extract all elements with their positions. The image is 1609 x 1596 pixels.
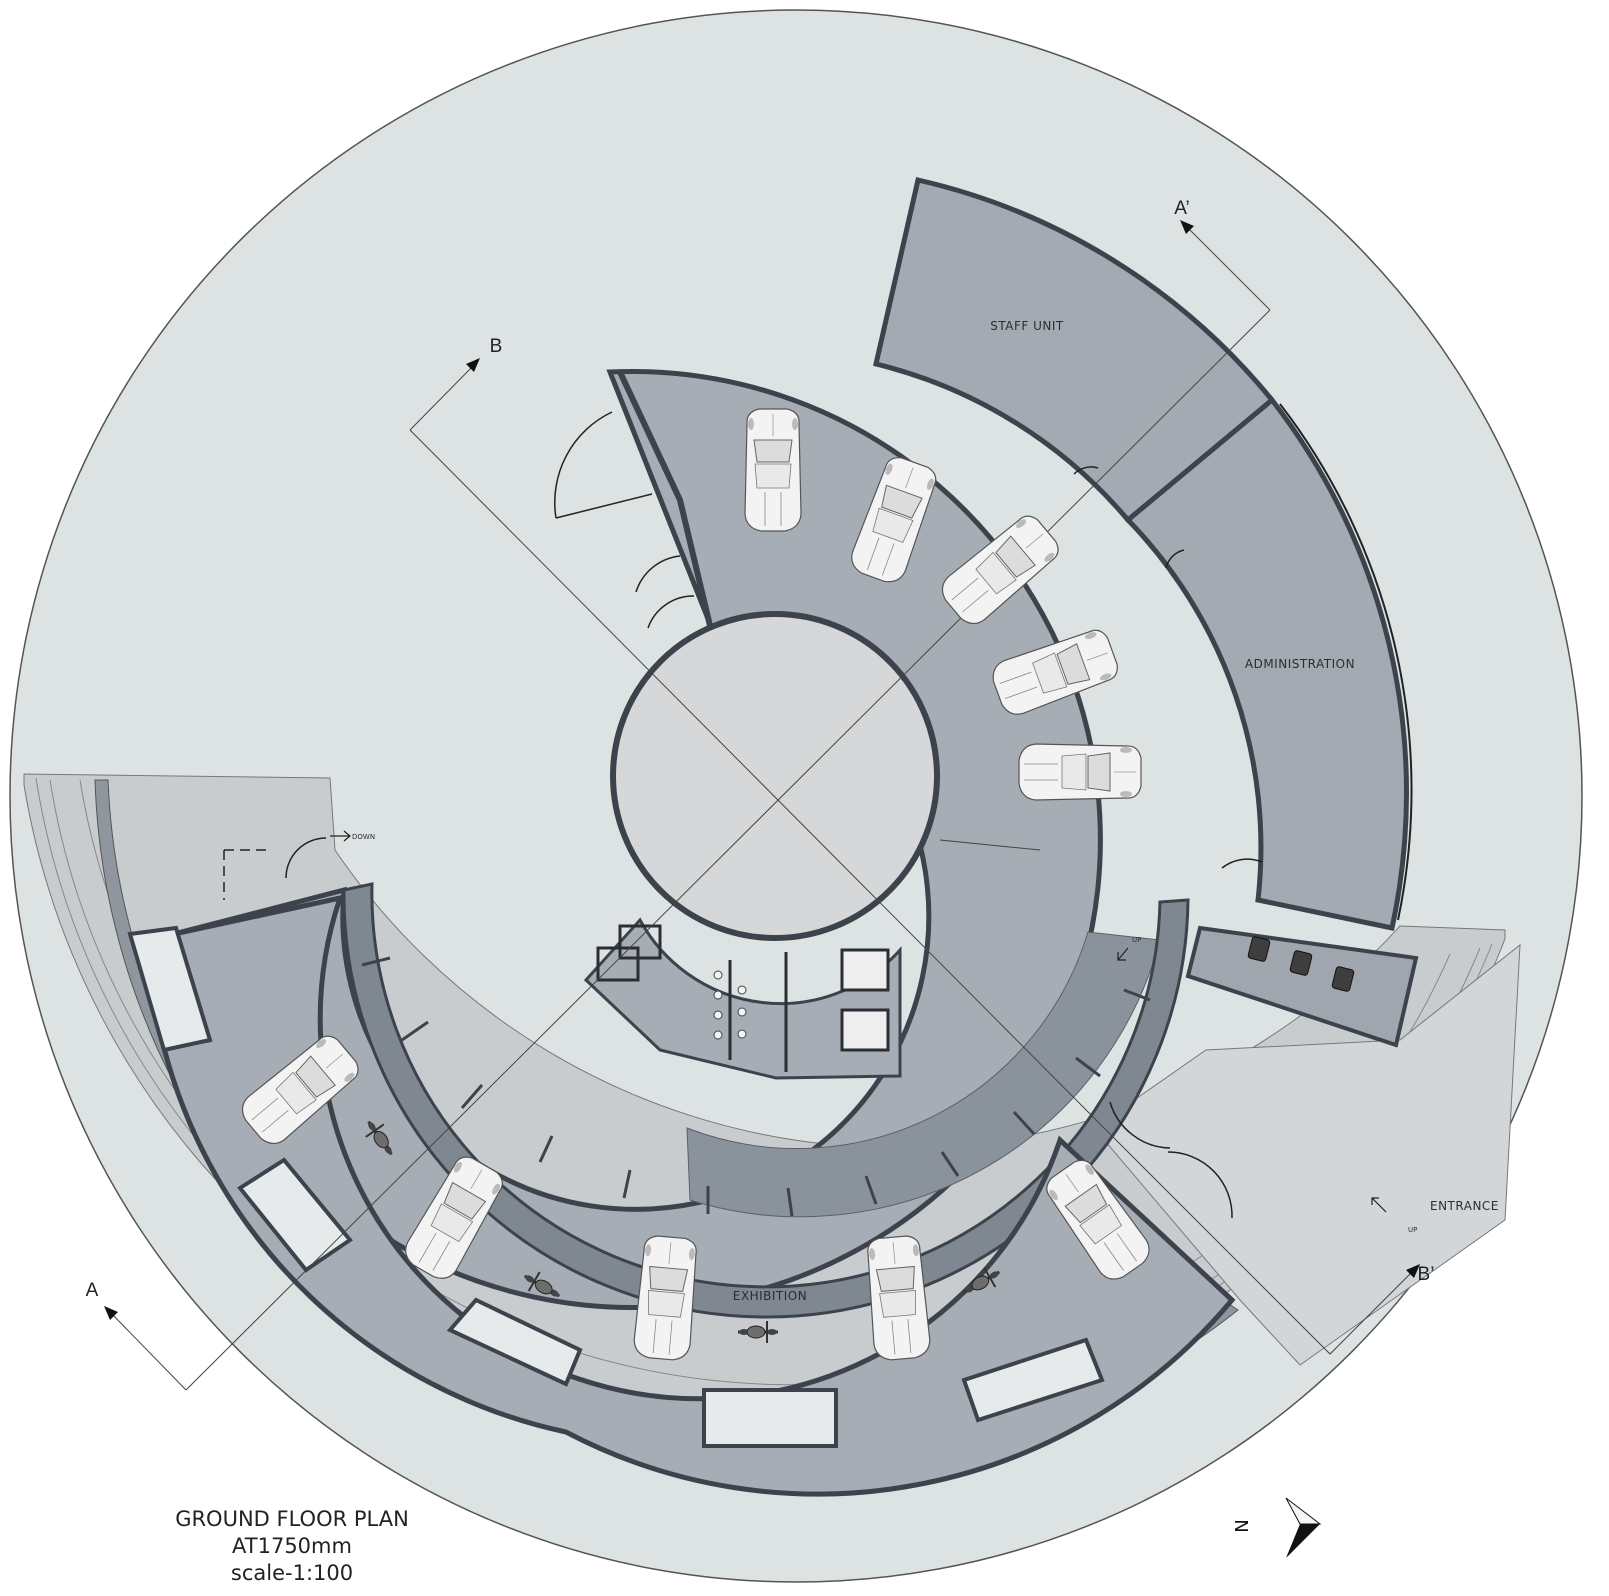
ramp-up-label: UP — [1132, 936, 1141, 944]
washbasins — [713, 970, 747, 1040]
section-b-label: B — [490, 336, 503, 357]
toilet-stalls — [596, 924, 890, 1072]
service-strip — [1185, 925, 1419, 1048]
service-unit-1 — [1247, 936, 1271, 962]
section-a-prime-label: A’ — [1174, 198, 1189, 219]
door-swings — [223, 411, 1263, 1219]
section-arrows — [104, 220, 1420, 1320]
administration-label: ADMINISTRATION — [1245, 657, 1355, 671]
administration-glazing — [1279, 403, 1413, 921]
display-plinths — [127, 925, 1105, 1448]
central-core — [610, 611, 940, 941]
administration-block — [1124, 396, 1409, 931]
plan-title: GROUND FLOOR PLAN — [175, 1507, 409, 1531]
exhibition-label: EXHIBITION — [733, 1289, 807, 1303]
entrance-up-label: UP — [1408, 1226, 1417, 1234]
plan-scale: scale-1:100 — [231, 1561, 353, 1585]
staff-unit-label: STAFF UNIT — [990, 319, 1064, 333]
flow-arrows — [330, 830, 1387, 1213]
down-label: DOWN — [352, 833, 375, 841]
entrance-plaza — [1093, 943, 1521, 1366]
section-a-label: A — [86, 1280, 99, 1301]
car — [1018, 743, 1142, 801]
section-b-prime-label: B’ — [1418, 1264, 1435, 1285]
section-lines — [109, 225, 1415, 1391]
exhibition-wing — [160, 894, 1236, 1497]
plan-level: AT1750mm — [232, 1534, 352, 1558]
service-unit-2 — [1289, 950, 1313, 976]
ramp — [686, 931, 1161, 1218]
entrance-label: ENTRANCE — [1430, 1199, 1499, 1213]
inner-arcade — [342, 882, 1190, 1319]
north-arrow — [1285, 1497, 1322, 1558]
north-label: N — [1232, 1519, 1253, 1532]
toilet-block — [583, 917, 902, 1080]
north-gallery-wall — [617, 370, 715, 635]
arcade-bay-dividers — [361, 956, 1151, 1217]
service-unit-3 — [1331, 966, 1355, 992]
car — [744, 408, 802, 532]
